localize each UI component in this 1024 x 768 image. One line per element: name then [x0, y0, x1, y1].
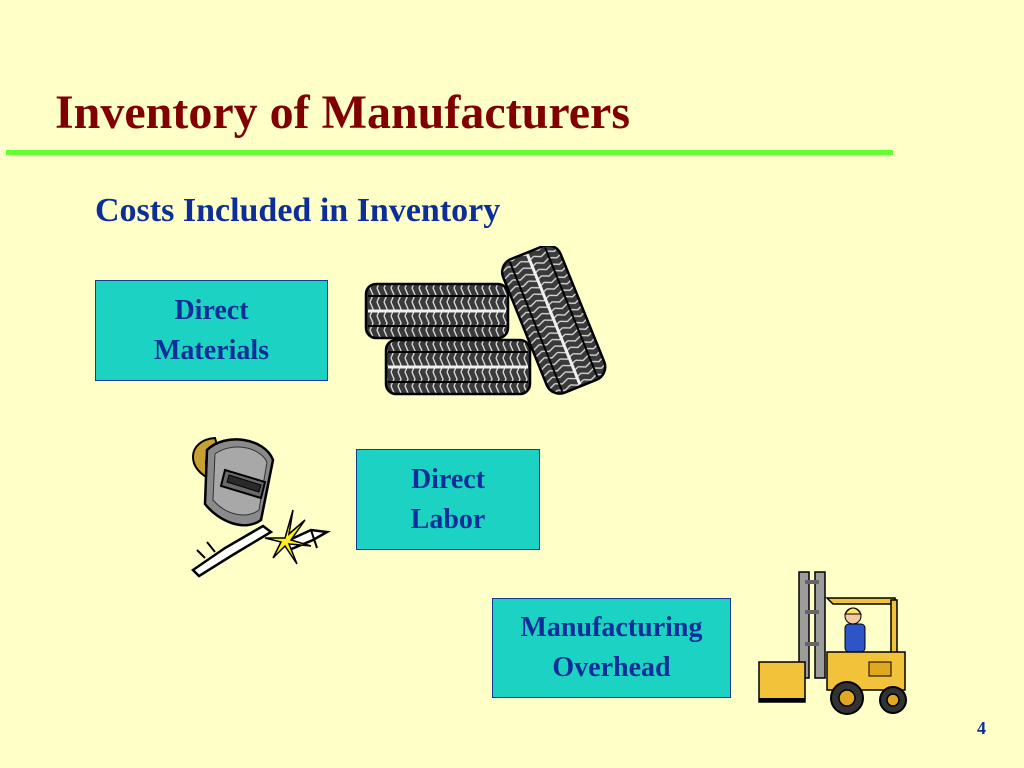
tires-icon [364, 246, 607, 396]
direct-materials-line2: Materials [153, 334, 270, 366]
direct-materials-line1: Direct [174, 294, 249, 326]
forklift-icon [758, 571, 907, 715]
slide-title: Inventory of Manufacturers [55, 86, 631, 139]
direct-materials-box: Direct Materials [95, 280, 328, 381]
direct-labor-line2: Labor [410, 503, 486, 535]
direct-labor-line1: Direct [410, 463, 486, 495]
title-divider [6, 150, 893, 155]
manufacturing-overhead-line2: Overhead [552, 652, 671, 683]
manufacturing-overhead-line1: Manufacturing [520, 612, 703, 643]
slide-subtitle: Costs Included in Inventory [95, 192, 501, 229]
manufacturing-overhead-box: Manufacturing Overhead [492, 598, 731, 698]
page-number: 4 [977, 718, 986, 738]
direct-labor-box: Direct Labor [356, 449, 540, 550]
welder-icon [191, 436, 331, 578]
